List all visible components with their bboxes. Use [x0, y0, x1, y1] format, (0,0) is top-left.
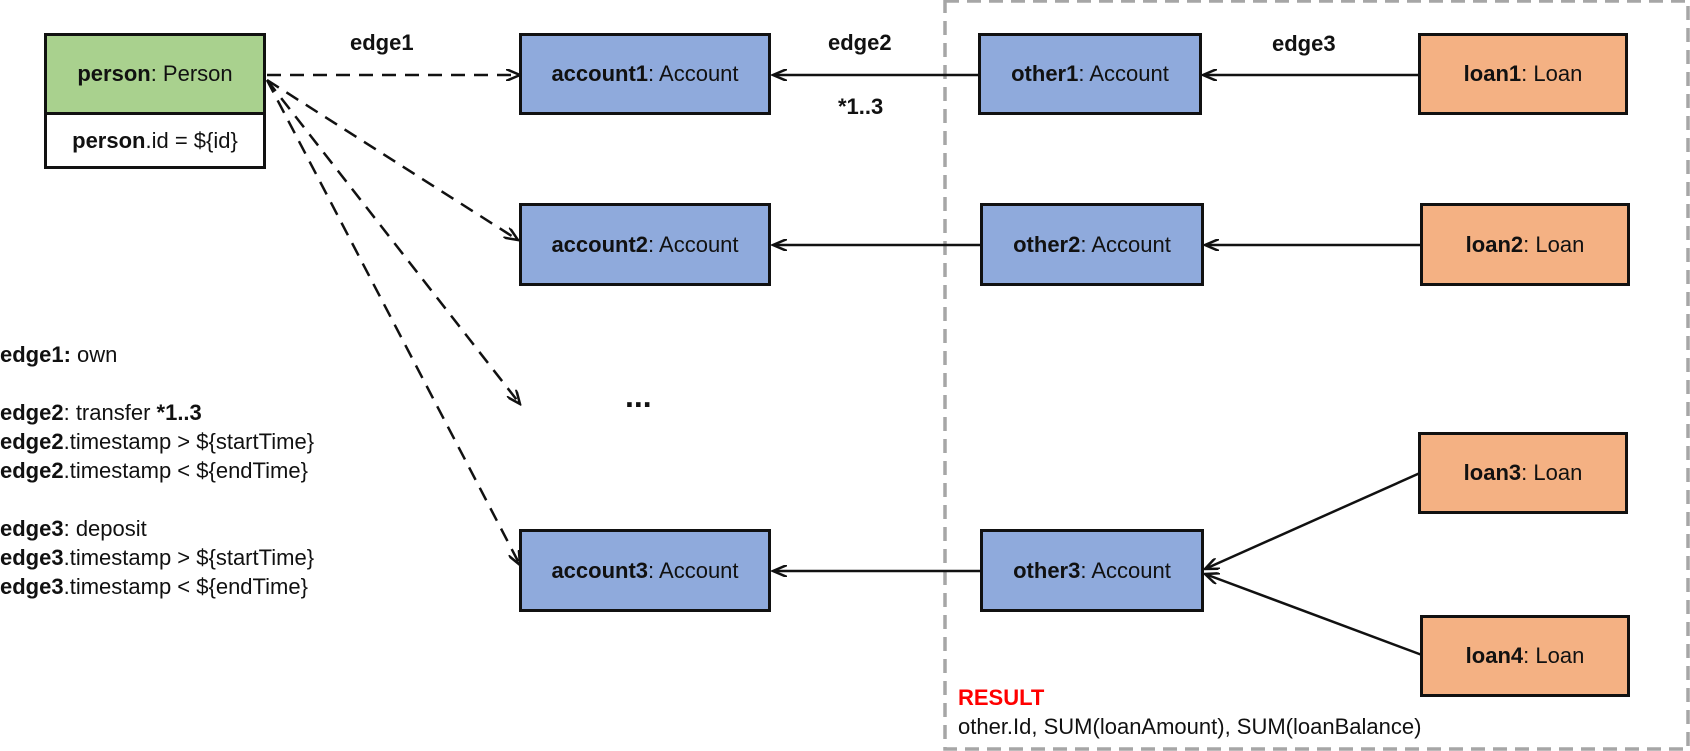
legend-edge2-ts-gt: edge2.timestamp > ${startTime}: [0, 429, 315, 454]
node-name: person: [77, 61, 151, 86]
edge1-label: edge1: [350, 30, 414, 55]
node-name: loan2: [1465, 231, 1524, 257]
loan3-node: loan3 : Loan: [1418, 432, 1628, 514]
legend-edge3-ts-lt: edge3.timestamp < ${endTime}: [0, 574, 308, 599]
node-type: : Person: [150, 61, 233, 86]
legend-edge2: edge2: transfer *1..3: [0, 400, 202, 425]
node-name: person: [72, 127, 146, 153]
node-name: loan3: [1463, 460, 1522, 485]
other1-node: other1 : Account: [978, 33, 1202, 115]
other2-node: other2 : Account: [980, 203, 1204, 286]
result-expression: other.Id, SUM(loanAmount), SUM(loanBalan…: [958, 714, 1422, 739]
node-name: other2: [1013, 231, 1081, 257]
person-id-filter: person.id = ${id}: [44, 112, 266, 169]
edge1-to-account2: [266, 78, 518, 240]
node-name: other1: [1011, 61, 1079, 86]
more-accounts-ellipsis: ...: [625, 378, 652, 414]
filter-expression: .id = ${id}: [145, 127, 238, 153]
node-type: : Loan: [1521, 61, 1583, 86]
edge2-label: edge2: [828, 30, 892, 55]
node-type: : Account: [648, 557, 739, 583]
node-name: loan4: [1465, 643, 1524, 668]
legend-edge1: edge1: own: [0, 342, 118, 367]
account3-node: account3 : Account: [519, 529, 771, 612]
node-type: : Account: [1080, 231, 1171, 257]
loan4-node: loan4 : Loan: [1420, 615, 1630, 697]
edge3-loan3-other3: [1205, 471, 1421, 569]
node-type: : Loan: [1521, 460, 1583, 485]
node-type: : Loan: [1523, 643, 1585, 668]
legend-edge3-ts-gt: edge3.timestamp > ${startTime}: [0, 545, 315, 570]
node-name: loan1: [1463, 61, 1522, 86]
account1-node: account1 : Account: [519, 33, 771, 115]
legend-edge2-ts-lt: edge2.timestamp < ${endTime}: [0, 458, 308, 483]
result-title: RESULT: [958, 685, 1045, 710]
node-type: : Loan: [1523, 231, 1585, 257]
edge2-multiplicity: *1..3: [838, 94, 884, 119]
result-region: [943, 0, 1690, 751]
node-name: other3: [1013, 557, 1081, 583]
node-type: : Account: [1080, 557, 1171, 583]
legend-edge3: edge3: deposit: [0, 516, 147, 541]
node-type: : Account: [648, 231, 739, 257]
node-name: account3: [551, 557, 649, 583]
loan2-node: loan2 : Loan: [1420, 203, 1630, 286]
edge3-loan4-other3: [1205, 574, 1423, 657]
node-name: account2: [551, 231, 649, 257]
node-type: : Account: [648, 61, 739, 86]
edge3-label: edge3: [1272, 31, 1336, 56]
node-name: account1: [551, 61, 649, 86]
account2-node: account2 : Account: [519, 203, 771, 286]
person-node: person : Person: [44, 33, 266, 115]
edge-legend: edge1: own edge2: transfer *1..3 edge2.t…: [0, 340, 314, 601]
node-type: : Account: [1078, 61, 1169, 86]
loan1-node: loan1 : Loan: [1418, 33, 1628, 115]
other3-node: other3 : Account: [980, 529, 1204, 612]
